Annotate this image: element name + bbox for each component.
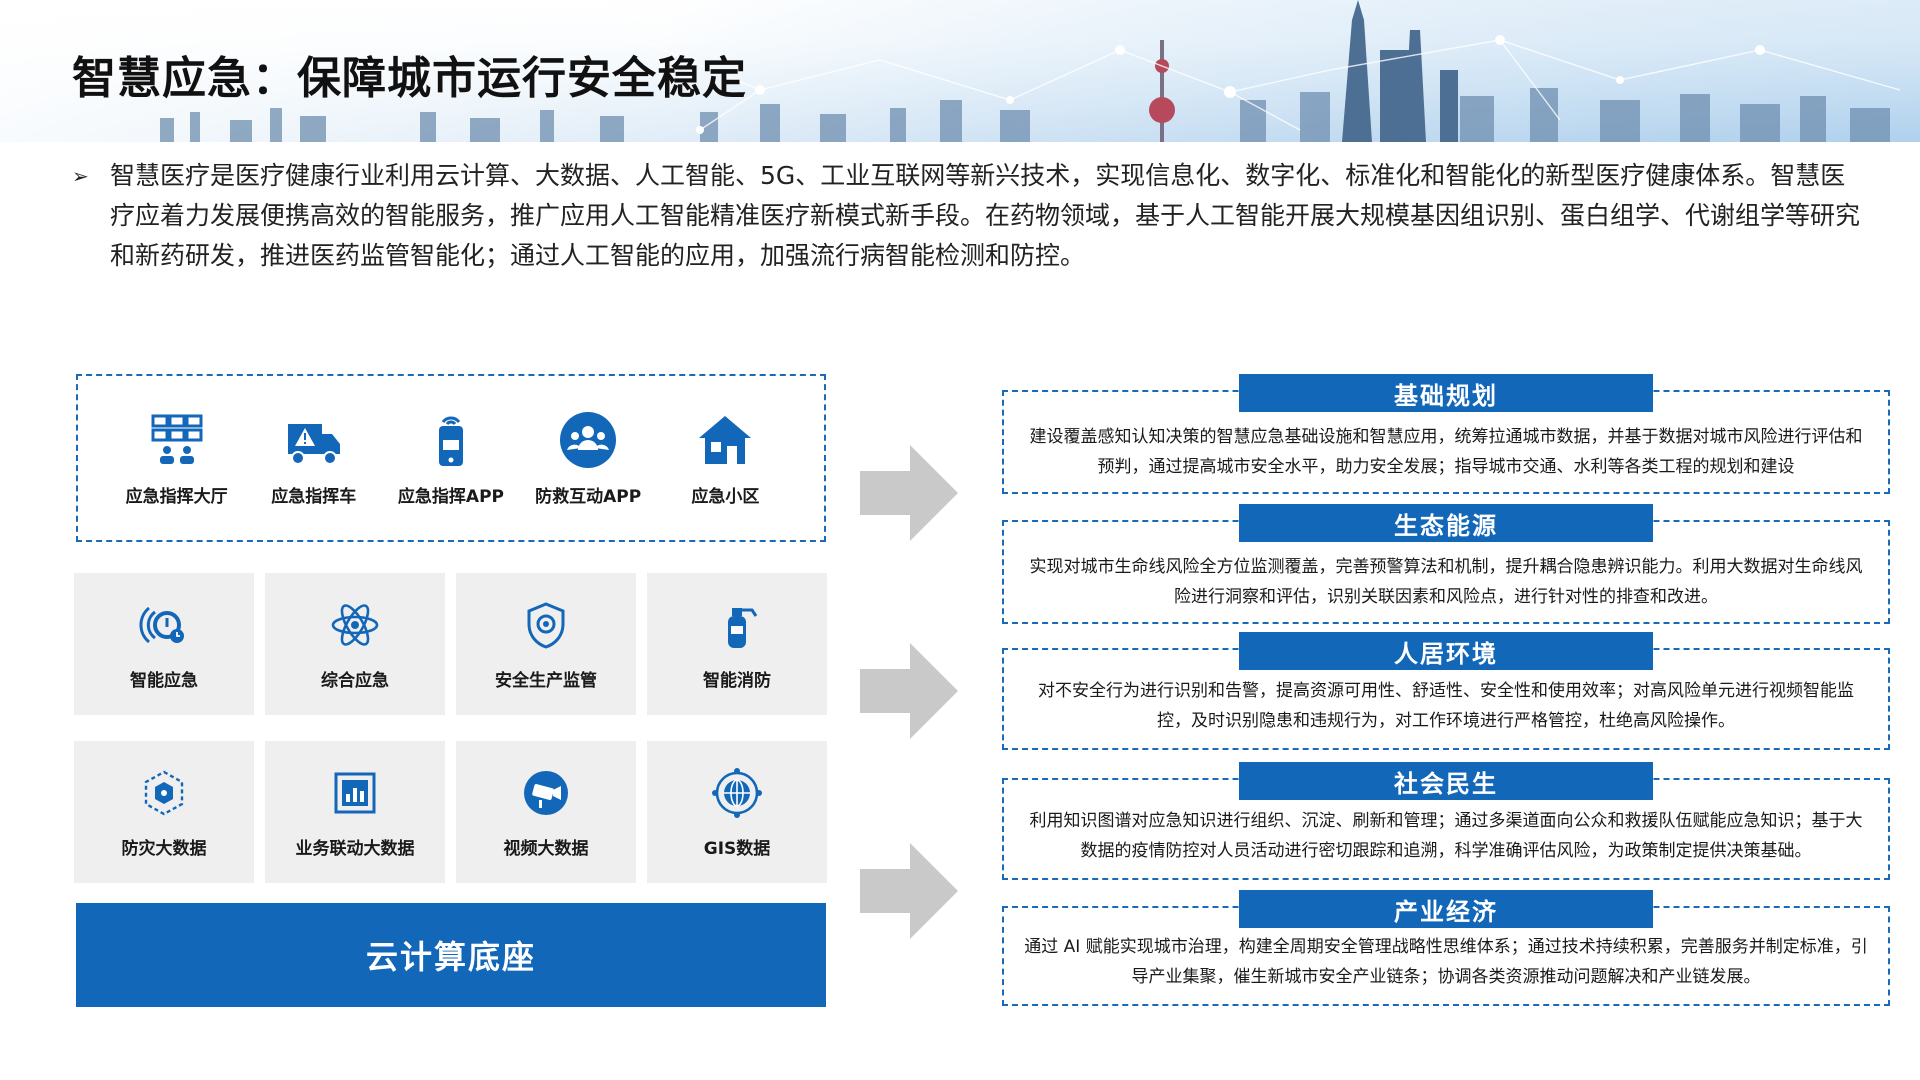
command-vehicle-icon	[287, 423, 340, 465]
header-banner: 智慧应急：保障城市运行安全稳定	[0, 0, 1920, 142]
cloud-base-bar: 云计算底座	[76, 903, 826, 1007]
app-label: 应急小区	[691, 486, 760, 507]
app-item-mobile-app[interactable]: 应急指挥APP	[386, 410, 516, 507]
right-arrow-icon	[860, 445, 958, 541]
house-icon	[699, 415, 752, 464]
grid-label: 视频大数据	[503, 838, 589, 859]
grid-label: 综合应急	[321, 670, 389, 691]
app-label: 应急指挥车	[271, 486, 357, 507]
section-living-environment: 人居环境 对不安全行为进行识别和告警，提高资源可用性、舒适性、安全性和使用效率；…	[1002, 632, 1890, 750]
grid-cell-smart-fire[interactable]: 智能消防	[647, 573, 827, 715]
app-label: 应急指挥APP	[397, 486, 504, 507]
command-hall-icon	[151, 414, 203, 464]
grid-label: 安全生产监管	[495, 670, 597, 691]
app-item-command-vehicle[interactable]: 应急指挥车	[249, 410, 379, 507]
grid-cell-business-linkage-data[interactable]: 业务联动大数据	[265, 741, 445, 883]
grid-label: 业务联动大数据	[295, 838, 415, 859]
section-title: 人居环境	[1239, 632, 1653, 670]
smart-alarm-icon	[139, 606, 184, 643]
section-body: 对不安全行为进行识别和告警，提高资源可用性、舒适性、安全性和使用效率；对高风险单…	[1038, 681, 1854, 731]
chart-screen-icon	[334, 772, 376, 813]
section-title: 生态能源	[1239, 504, 1653, 542]
app-label: 应急指挥大厅	[125, 486, 228, 507]
section-title: 社会民生	[1239, 762, 1653, 800]
grid-cell-integrated-emergency[interactable]: 综合应急	[265, 573, 445, 715]
city-skyline-image	[0, 0, 1920, 142]
section-body: 实现对城市生命线风险全方位监测覆盖，完善预警算法和机制，提升耦合隐患辨识能力。利…	[1029, 557, 1863, 607]
page-title: 智慧应急：保障城市运行安全稳定	[72, 53, 747, 104]
mobile-app-icon	[438, 416, 463, 466]
section-body: 利用知识图谱对应急知识进行组织、沉淀、刷新和管理；通过多渠道面向公众和救援队伍赋…	[1029, 811, 1863, 861]
intro-text: 智慧医疗是医疗健康行业利用云计算、大数据、人工智能、5G、工业互联网等新兴技术，…	[110, 161, 1861, 270]
grid-label: 智能消防	[703, 670, 771, 691]
app-label: 防救互动APP	[535, 486, 642, 507]
grid-cell-safety-supervision[interactable]: 安全生产监管	[456, 573, 636, 715]
right-arrow-icon	[860, 643, 958, 739]
grid-cell-video-data[interactable]: 视频大数据	[456, 741, 636, 883]
app-item-community-app[interactable]: 防救互动APP	[523, 410, 653, 507]
right-arrow-icon	[860, 843, 958, 939]
section-eco-energy: 生态能源 实现对城市生命线风险全方位监测覆盖，完善预警算法和机制，提升耦合隐患辨…	[1002, 504, 1890, 624]
section-title: 产业经济	[1239, 890, 1653, 928]
grid-label: 防灾大数据	[121, 838, 207, 859]
section-body: 通过 AI 赋能实现城市治理，构建全周期安全管理战略性思维体系；通过技术持续积累…	[1024, 937, 1868, 987]
section-title: 基础规划	[1239, 374, 1653, 412]
grid-cell-disaster-data[interactable]: 防灾大数据	[74, 741, 254, 883]
grid-cell-smart-emergency[interactable]: 智能应急	[74, 573, 254, 715]
atom-icon	[331, 603, 379, 646]
capability-grid: 智能应急 综合应急 安全生产监管 智能消防	[74, 573, 828, 883]
intro-paragraph: ➢ 智慧医疗是医疗健康行业利用云计算、大数据、人工智能、5G、工业互联网等新兴技…	[72, 156, 1862, 276]
section-basic-planning: 基础规划 建设覆盖感知认知决策的智慧应急基础设施和智慧应用，统筹拉通城市数据，并…	[1002, 374, 1890, 494]
apps-box: 应急指挥大厅 应急指挥车 应急指挥APP	[76, 374, 826, 542]
community-group-icon	[560, 411, 617, 468]
globe-icon	[712, 767, 762, 818]
section-body: 建设覆盖感知认知决策的智慧应急基础设施和智慧应用，统筹拉通城市数据，并基于数据对…	[1029, 427, 1863, 477]
grid-cell-gis-data[interactable]: GIS数据	[647, 741, 827, 883]
fire-extinguisher-icon	[728, 607, 758, 648]
data-hexagon-icon	[144, 770, 184, 815]
camera-icon	[524, 770, 568, 815]
bullet-arrow-icon: ➢	[72, 164, 89, 188]
app-item-community[interactable]: 应急小区	[660, 410, 790, 507]
section-social-livelihood: 社会民生 利用知识图谱对应急知识进行组织、沉淀、刷新和管理；通过多渠道面向公众和…	[1002, 762, 1890, 880]
grid-label: GIS数据	[703, 838, 771, 859]
grid-label: 智能应急	[130, 670, 198, 691]
app-item-command-hall[interactable]: 应急指挥大厅	[112, 410, 242, 507]
shield-icon	[527, 601, 565, 649]
section-industry-economy: 产业经济 通过 AI 赋能实现城市治理，构建全周期安全管理战略性思维体系；通过技…	[1002, 890, 1890, 1006]
